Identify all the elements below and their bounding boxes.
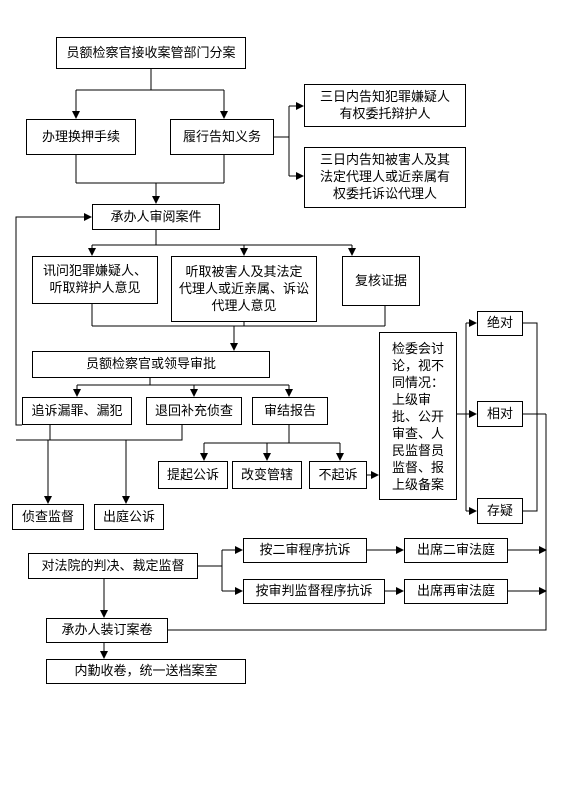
node-review-case-label: 承办人审阅案件 (110, 209, 202, 225)
connector-42 (48, 425, 51, 441)
node-retrial-protest: 按审判监督程序抗诉 (243, 579, 385, 604)
node-custody-procedure: 办理换押手续 (26, 119, 136, 155)
node-interrogate-suspect: 讯问犯罪嫌疑人、 听取辩护人意见 (32, 256, 158, 304)
node-doubt-label: 存疑 (486, 503, 513, 519)
node-review-case: 承办人审阅案件 (92, 204, 220, 230)
node-absolute-label: 绝对 (486, 316, 513, 331)
node-investigation-supervision-label: 侦查监督 (21, 509, 74, 525)
node-second-instance-protest: 按二审程序抗诉 (243, 538, 367, 563)
node-conclusion-report-label: 审结报告 (263, 403, 316, 419)
node-supplementary-investigation: 退回补充侦查 (146, 397, 242, 425)
node-notify-victim: 三日内告知被害人及其 法定代理人或近亲属有 权委托诉讼代理人 (304, 147, 466, 208)
node-archive: 内勤收卷，统一送档案室 (46, 659, 246, 684)
node-no-prosecution: 不起诉 (309, 461, 367, 489)
node-assign-case: 员额检察官接收案管部门分案 (56, 37, 246, 69)
node-conclusion-report: 审结报告 (252, 397, 328, 425)
node-judgment-supervision-label: 对法院的判决、裁定监督 (41, 558, 185, 574)
node-court-appearance: 出庭公诉 (94, 504, 164, 530)
node-hear-victim-label: 听取被害人及其法定 代理人或近亲属、诉讼 代理人意见 (178, 264, 309, 314)
node-retrial-court-label: 出席再审法庭 (416, 584, 495, 599)
node-notify-duty: 履行告知义务 (170, 119, 274, 155)
node-notify-suspect: 三日内告知犯罪嫌疑人 有权委托辩护人 (304, 84, 466, 127)
node-absolute: 绝对 (477, 311, 523, 336)
node-second-instance-protest-label: 按二审程序抗诉 (259, 543, 351, 558)
node-verify-evidence: 复核证据 (342, 256, 420, 306)
node-court-appearance-label: 出庭公诉 (102, 509, 155, 525)
connector-54 (168, 414, 547, 631)
node-notify-duty-label: 履行告知义务 (182, 129, 261, 145)
node-notify-suspect-label: 三日内告知犯罪嫌疑人 有权委托辩护人 (319, 89, 450, 122)
node-assign-case-label: 员额检察官接收案管部门分案 (66, 45, 236, 61)
node-custody-procedure-label: 办理换押手续 (41, 129, 120, 145)
node-second-instance-court: 出席二审法庭 (404, 538, 508, 563)
node-doubt: 存疑 (477, 498, 523, 524)
node-verify-evidence-label: 复核证据 (354, 273, 407, 289)
node-second-instance-court-label: 出席二审法庭 (416, 543, 495, 558)
node-judgment-supervision: 对法院的判决、裁定监督 (28, 553, 198, 579)
node-prosecute-label: 提起公诉 (166, 467, 219, 483)
node-interrogate-suspect-label: 讯问犯罪嫌疑人、 听取辩护人意见 (42, 264, 147, 296)
node-relative: 相对 (477, 401, 523, 427)
connector-39 (523, 322, 538, 512)
node-committee-discussion: 检委会讨 论，视不 同情况： 上级审 批、公开 审查、人 民监督员 监督、报 上… (379, 332, 457, 500)
node-change-jurisdiction: 改变管辖 (232, 461, 302, 489)
connector-41 (15, 213, 92, 426)
node-pursue-crimes: 追诉漏罪、漏犯 (22, 397, 132, 425)
node-prosecute: 提起公诉 (158, 461, 228, 489)
node-change-jurisdiction-label: 改变管辖 (240, 467, 293, 483)
node-bind-files-label: 承办人装订案卷 (61, 623, 153, 638)
node-approval-label: 员额检察官或领导审批 (85, 357, 216, 372)
node-investigation-supervision: 侦查监督 (12, 504, 84, 530)
node-committee-discussion-label: 检委会讨 论，视不 同情况： 上级审 批、公开 审查、人 民监督员 监督、报 上… (391, 342, 444, 493)
node-supplementary-investigation-label: 退回补充侦查 (154, 403, 233, 419)
node-retrial-court: 出席再审法庭 (404, 579, 508, 604)
connector-43 (16, 425, 183, 441)
node-notify-victim-label: 三日内告知被害人及其 法定代理人或近亲属有 权委托诉讼代理人 (319, 153, 450, 202)
node-approval: 员额检察官或领导审批 (32, 351, 270, 378)
node-no-prosecution-label: 不起诉 (318, 467, 358, 483)
node-relative-label: 相对 (486, 406, 513, 422)
node-bind-files: 承办人装订案卷 (46, 618, 168, 643)
node-retrial-protest-label: 按审判监督程序抗诉 (255, 584, 373, 599)
node-pursue-crimes-label: 追诉漏罪、漏犯 (31, 403, 123, 419)
node-hear-victim: 听取被害人及其法定 代理人或近亲属、诉讼 代理人意见 (171, 256, 317, 322)
node-archive-label: 内勤收卷，统一送档案室 (74, 664, 218, 679)
